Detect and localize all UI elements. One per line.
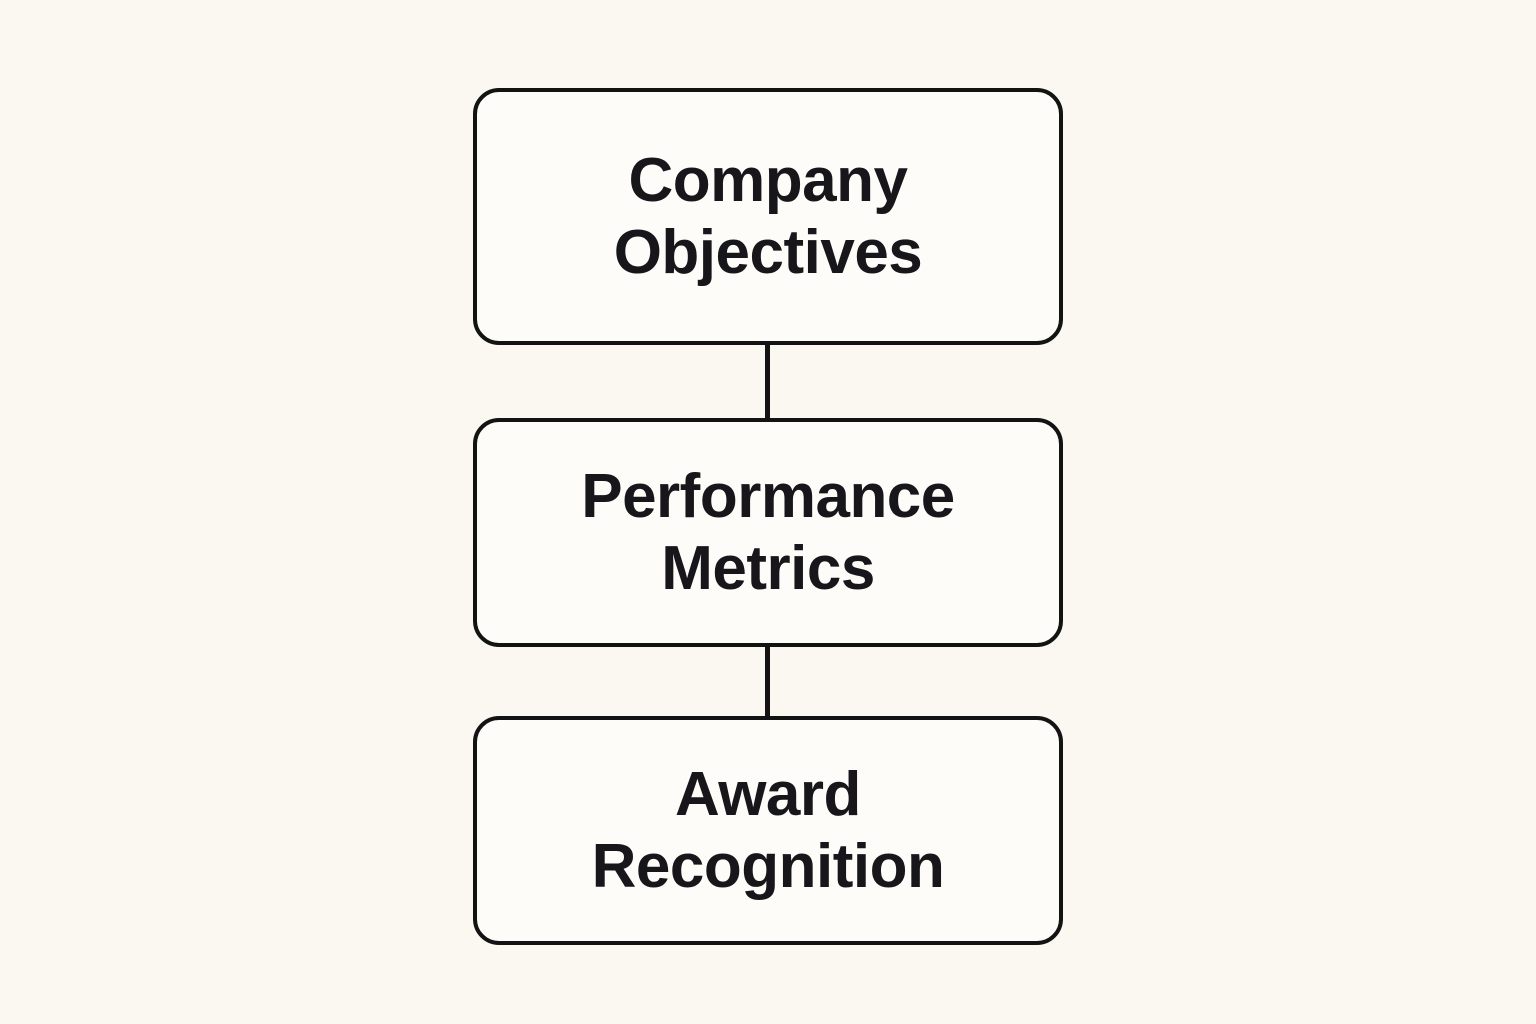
- node-award-recognition-label: Award Recognition: [592, 759, 945, 903]
- node-label-line: Performance: [581, 461, 955, 531]
- node-label-line: Company: [628, 145, 908, 215]
- node-award-recognition: Award Recognition: [473, 716, 1063, 945]
- edge-metrics-to-recognition: [765, 647, 770, 716]
- node-company-objectives: Company Objectives: [473, 88, 1063, 345]
- node-company-objectives-label: Company Objectives: [614, 145, 923, 289]
- node-label-line: Objectives: [613, 217, 923, 287]
- node-label-line: Metrics: [661, 533, 875, 603]
- node-performance-metrics-label: Performance Metrics: [581, 461, 955, 605]
- edge-objectives-to-metrics: [765, 345, 770, 418]
- node-label-line: Award: [675, 759, 861, 829]
- node-label-line: Recognition: [591, 831, 945, 901]
- node-performance-metrics: Performance Metrics: [473, 418, 1063, 647]
